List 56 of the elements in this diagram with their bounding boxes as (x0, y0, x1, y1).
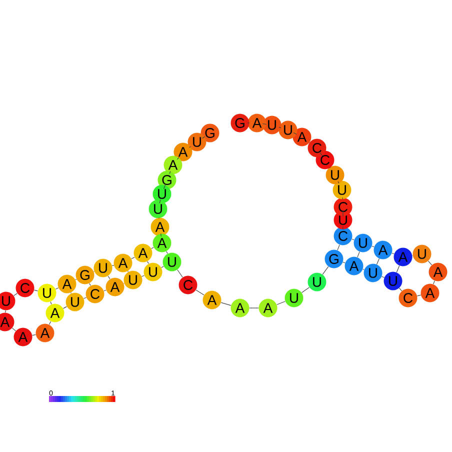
backbone-line (147, 261, 149, 264)
backbone-line (342, 210, 344, 217)
backbone-line (166, 251, 168, 254)
backbone-line (398, 288, 402, 292)
backbone-line (338, 181, 340, 184)
backbone-line (416, 294, 422, 296)
backbone-line (202, 136, 206, 139)
backbone-line (83, 297, 87, 299)
backbone-line (169, 170, 171, 174)
backbone-line (14, 293, 18, 296)
backbone-line (112, 265, 114, 266)
backbone-line (357, 252, 360, 258)
backbone-line (392, 252, 394, 254)
backbone-line (131, 256, 135, 260)
backbone-line (433, 280, 435, 284)
backbone-line (34, 290, 38, 292)
backbone-line (293, 132, 297, 135)
backbone-line (396, 265, 400, 273)
backbone-line (428, 260, 432, 266)
backbone-line (278, 126, 282, 128)
backbone-line (48, 321, 52, 325)
backbone-line (104, 290, 106, 292)
backbone-line (12, 328, 16, 332)
backbone-line (141, 275, 145, 277)
backbone-line (276, 301, 286, 305)
backbone-line (362, 268, 364, 270)
backbone-line (32, 334, 36, 336)
backbone-line (161, 266, 164, 268)
backbone-line (262, 123, 267, 125)
backbone-line (342, 226, 344, 230)
backbone-line (301, 287, 310, 293)
backbone-line (247, 122, 250, 124)
backbone-line (322, 266, 329, 275)
backbone-line (160, 233, 162, 237)
backbone-line (151, 247, 154, 249)
backbone-line (220, 302, 232, 306)
backbone-line (50, 301, 52, 305)
backbone-line (337, 244, 340, 250)
backbone-line (189, 146, 191, 148)
backbone-line (55, 288, 59, 290)
backbone-line (196, 290, 204, 296)
backbone-line (372, 246, 374, 248)
backbone-line (177, 269, 183, 278)
backbone-line (176, 157, 180, 160)
backbone-line (352, 238, 354, 240)
backbone-line (342, 262, 346, 264)
backbone-line (108, 276, 110, 280)
backbone-line (319, 152, 323, 156)
backbone-line (159, 200, 161, 204)
backbone-line (62, 306, 68, 309)
backbone-line (376, 258, 380, 265)
backbone-line (164, 184, 166, 190)
backbone-line (342, 197, 343, 200)
backbone-line (89, 283, 91, 286)
backbone-line (5, 310, 6, 313)
backbone-line (381, 276, 385, 278)
